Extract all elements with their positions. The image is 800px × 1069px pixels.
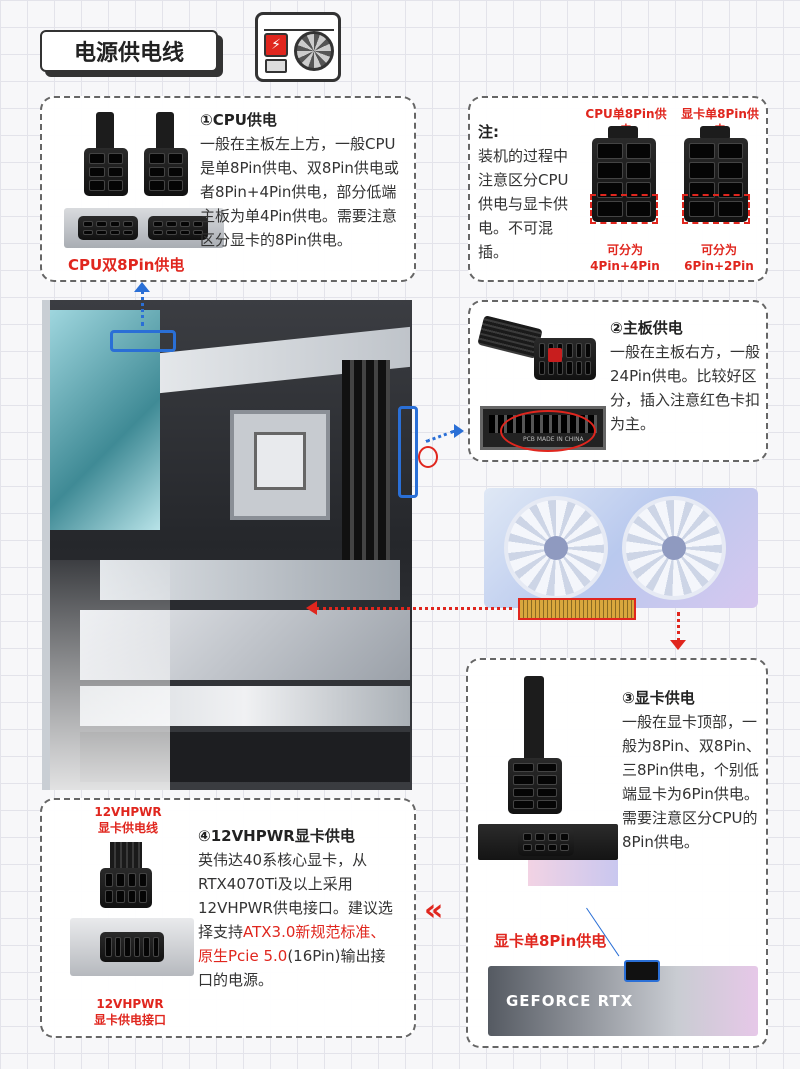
24pin-cable-image: PCB MADE IN CHINA	[477, 312, 606, 452]
mb-description: 一般在主板右方，一般24Pin供电。比较好区分，插入注意红色卡扣为主。	[610, 343, 761, 433]
note-description: 装机的过程中注意区分CPU供电与显卡供电。不可混插。	[478, 147, 569, 261]
pcie-gold-finger	[518, 598, 636, 620]
cpu-heading: ①CPU供电	[200, 111, 277, 129]
gpu-split-line-1: 可分为	[700, 243, 737, 257]
vhpwr-heading: ④12VHPWR显卡供电	[198, 827, 355, 845]
cpu-8pin-plug-image	[592, 138, 656, 222]
vhpwr-description: 英伟达40系核心显卡，从RTX4070Ti及以上采用12VHPWR供电接口。建议…	[198, 851, 393, 989]
cpu-description: 一般在主板左上方，一般CPU是单8Pin供电、双8Pin供电或者8Pin+4Pi…	[200, 135, 399, 249]
lightning-icon: ⚡	[264, 33, 288, 57]
gpu-heading: ③显卡供电	[622, 689, 695, 707]
gpu-power-card: ③显卡供电 一般在显卡顶部，一般为8Pin、双8Pin、三8Pin供电，个别低端…	[466, 658, 768, 1048]
mb-heading: ②主板供电	[610, 319, 683, 337]
motherboard-image	[42, 300, 412, 790]
page-title: 电源供电线	[40, 30, 218, 72]
note-heading: 注:	[478, 123, 499, 141]
vhpwr-highlight: ATX3.0新规范标准、原生Pcie 5.0	[198, 923, 386, 965]
gpu-split-line-2: 6Pin+2Pin	[684, 259, 754, 273]
gpu-8pin-cable-image	[508, 758, 562, 814]
cpu-image-label: CPU双8Pin供电	[68, 256, 185, 274]
cpu-cable-image	[64, 112, 224, 248]
geforce-card-image: GEFORCE RTX	[488, 960, 758, 1036]
motherboard-power-card: PCB MADE IN CHINA ②主板供电 一般在主板右方，一般24Pin供…	[468, 300, 768, 462]
vhpwr-port-label-2: 显卡供电接口	[93, 1013, 166, 1027]
12vhpwr-port-image	[70, 918, 194, 976]
vhpwr-cable-label-1: 12VHPWR	[94, 805, 162, 819]
cpu-split-line-1: 可分为	[606, 243, 643, 257]
double-chevron-left-icon: «	[424, 893, 444, 928]
cpu-socket	[230, 410, 330, 520]
ram-slots	[342, 360, 390, 570]
gpu-card-image	[484, 488, 758, 608]
24pin-connector-highlight	[398, 406, 418, 498]
gpu-8pin-image-label: 显卡单8Pin供电	[494, 932, 607, 950]
cpu-power-card: CPU双8Pin供电 ①CPU供电 一般在主板左上方，一般CPU是单8Pin供电…	[40, 96, 416, 282]
note-card: 注: 装机的过程中注意区分CPU供电与显卡供电。不可混插。 CPU单8Pin供电…	[468, 96, 768, 282]
plug-socket-icon	[265, 59, 287, 73]
vhpwr-port-label-1: 12VHPWR	[96, 997, 164, 1011]
gpu-description: 一般在显卡顶部，一般为8Pin、双8Pin、三8Pin供电，个别低端显卡为6Pi…	[622, 713, 761, 851]
vhpwr-cable-label-2: 显卡供电线	[97, 821, 158, 835]
gpu-brand-text: GEFORCE RTX	[506, 992, 634, 1010]
gpu-8pin-plug-image	[684, 138, 748, 222]
power-supply-icon: ⚡	[255, 12, 341, 82]
cpu-connector-highlight	[110, 330, 176, 352]
12vhpwr-plug-image	[100, 868, 152, 908]
cpu-split-line-2: 4Pin+4Pin	[590, 259, 660, 273]
12vhpwr-power-card: 12VHPWR 显卡供电线 12VHPWR 显卡供电接口 ④12VHPWR显卡供…	[40, 798, 416, 1038]
fan-icon	[294, 31, 334, 71]
